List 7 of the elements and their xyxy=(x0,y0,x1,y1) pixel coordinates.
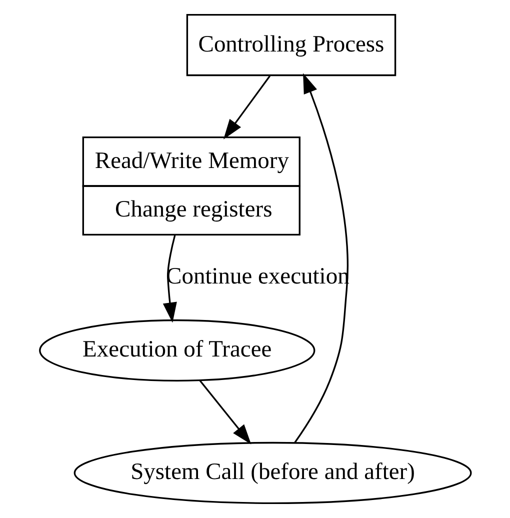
arrow xyxy=(222,75,270,140)
arrow xyxy=(162,235,176,323)
node-ellipse: Execution of Tracee xyxy=(38,319,315,382)
node-ellipse: System Call (before and after) xyxy=(73,442,472,504)
arrow xyxy=(294,73,348,444)
node-box: Controlling Process xyxy=(186,14,396,76)
arrow xyxy=(198,380,251,444)
